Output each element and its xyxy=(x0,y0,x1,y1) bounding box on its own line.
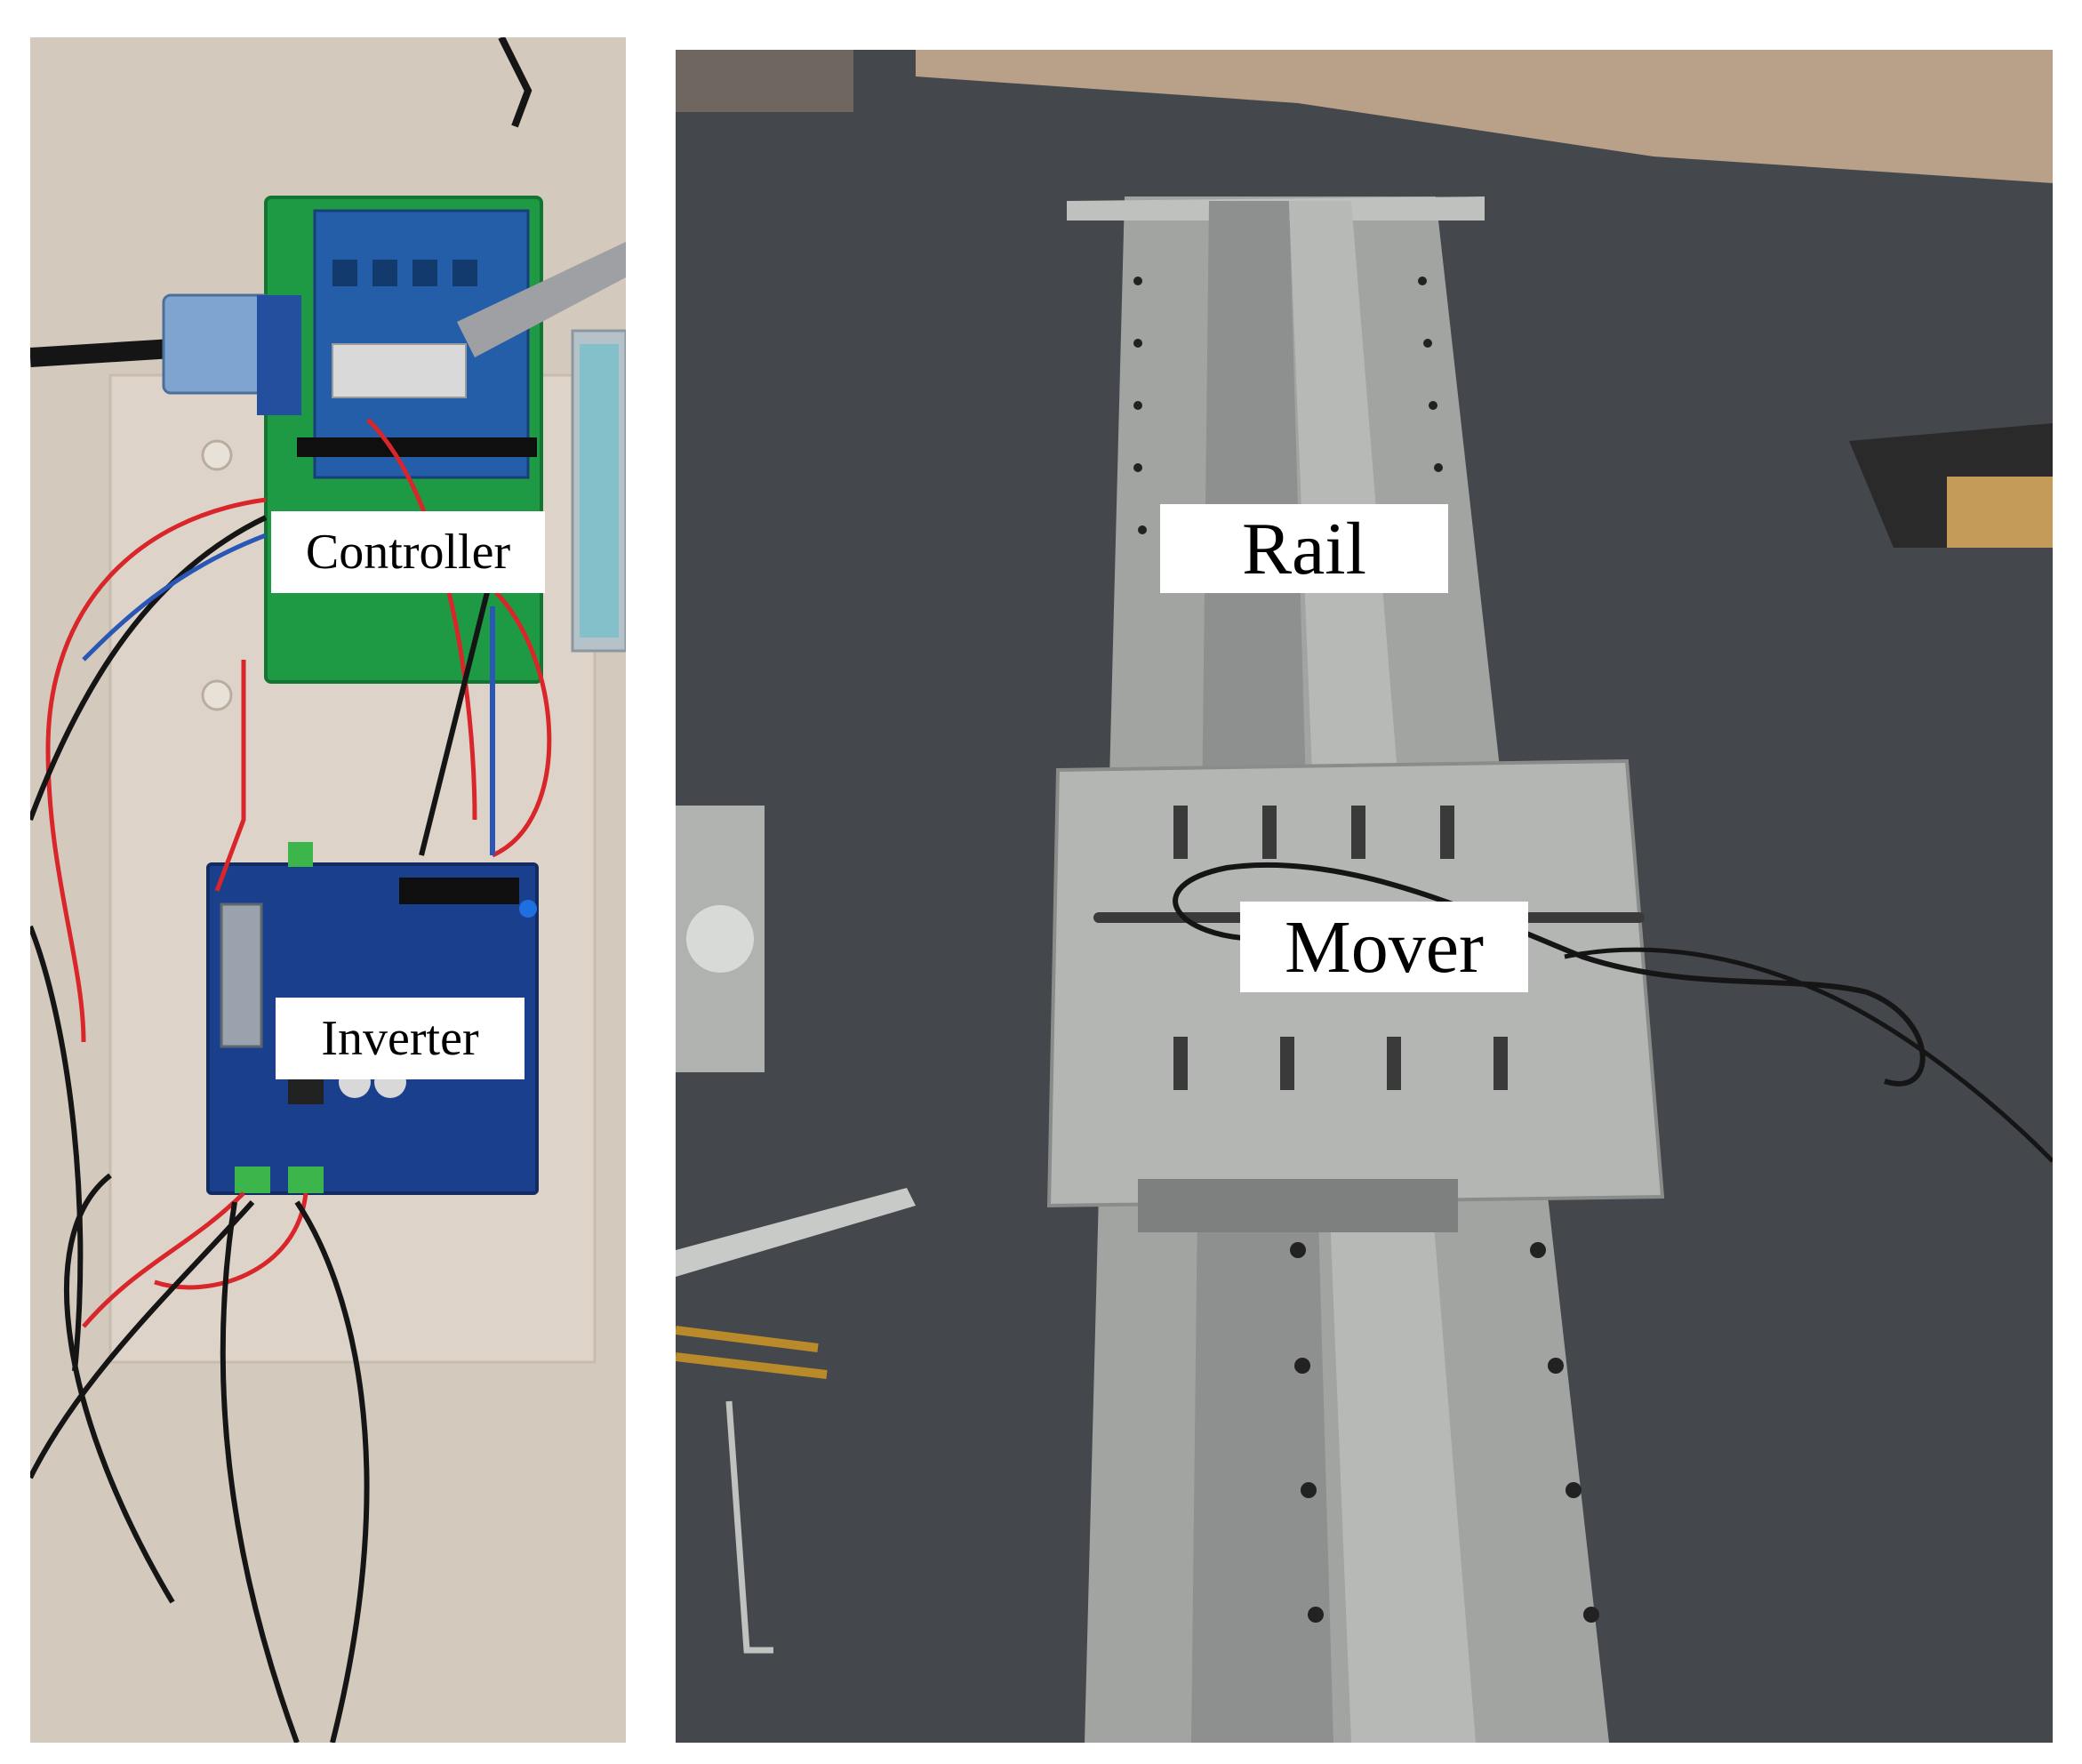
label-mover: Mover xyxy=(1240,902,1528,992)
left-photo-hardware-boards xyxy=(30,37,626,1743)
right-photo-linear-motor-rail xyxy=(676,50,2053,1743)
label-rail: Rail xyxy=(1160,504,1448,593)
label-controller: Controller xyxy=(271,511,545,593)
label-inverter: Inverter xyxy=(276,998,525,1079)
